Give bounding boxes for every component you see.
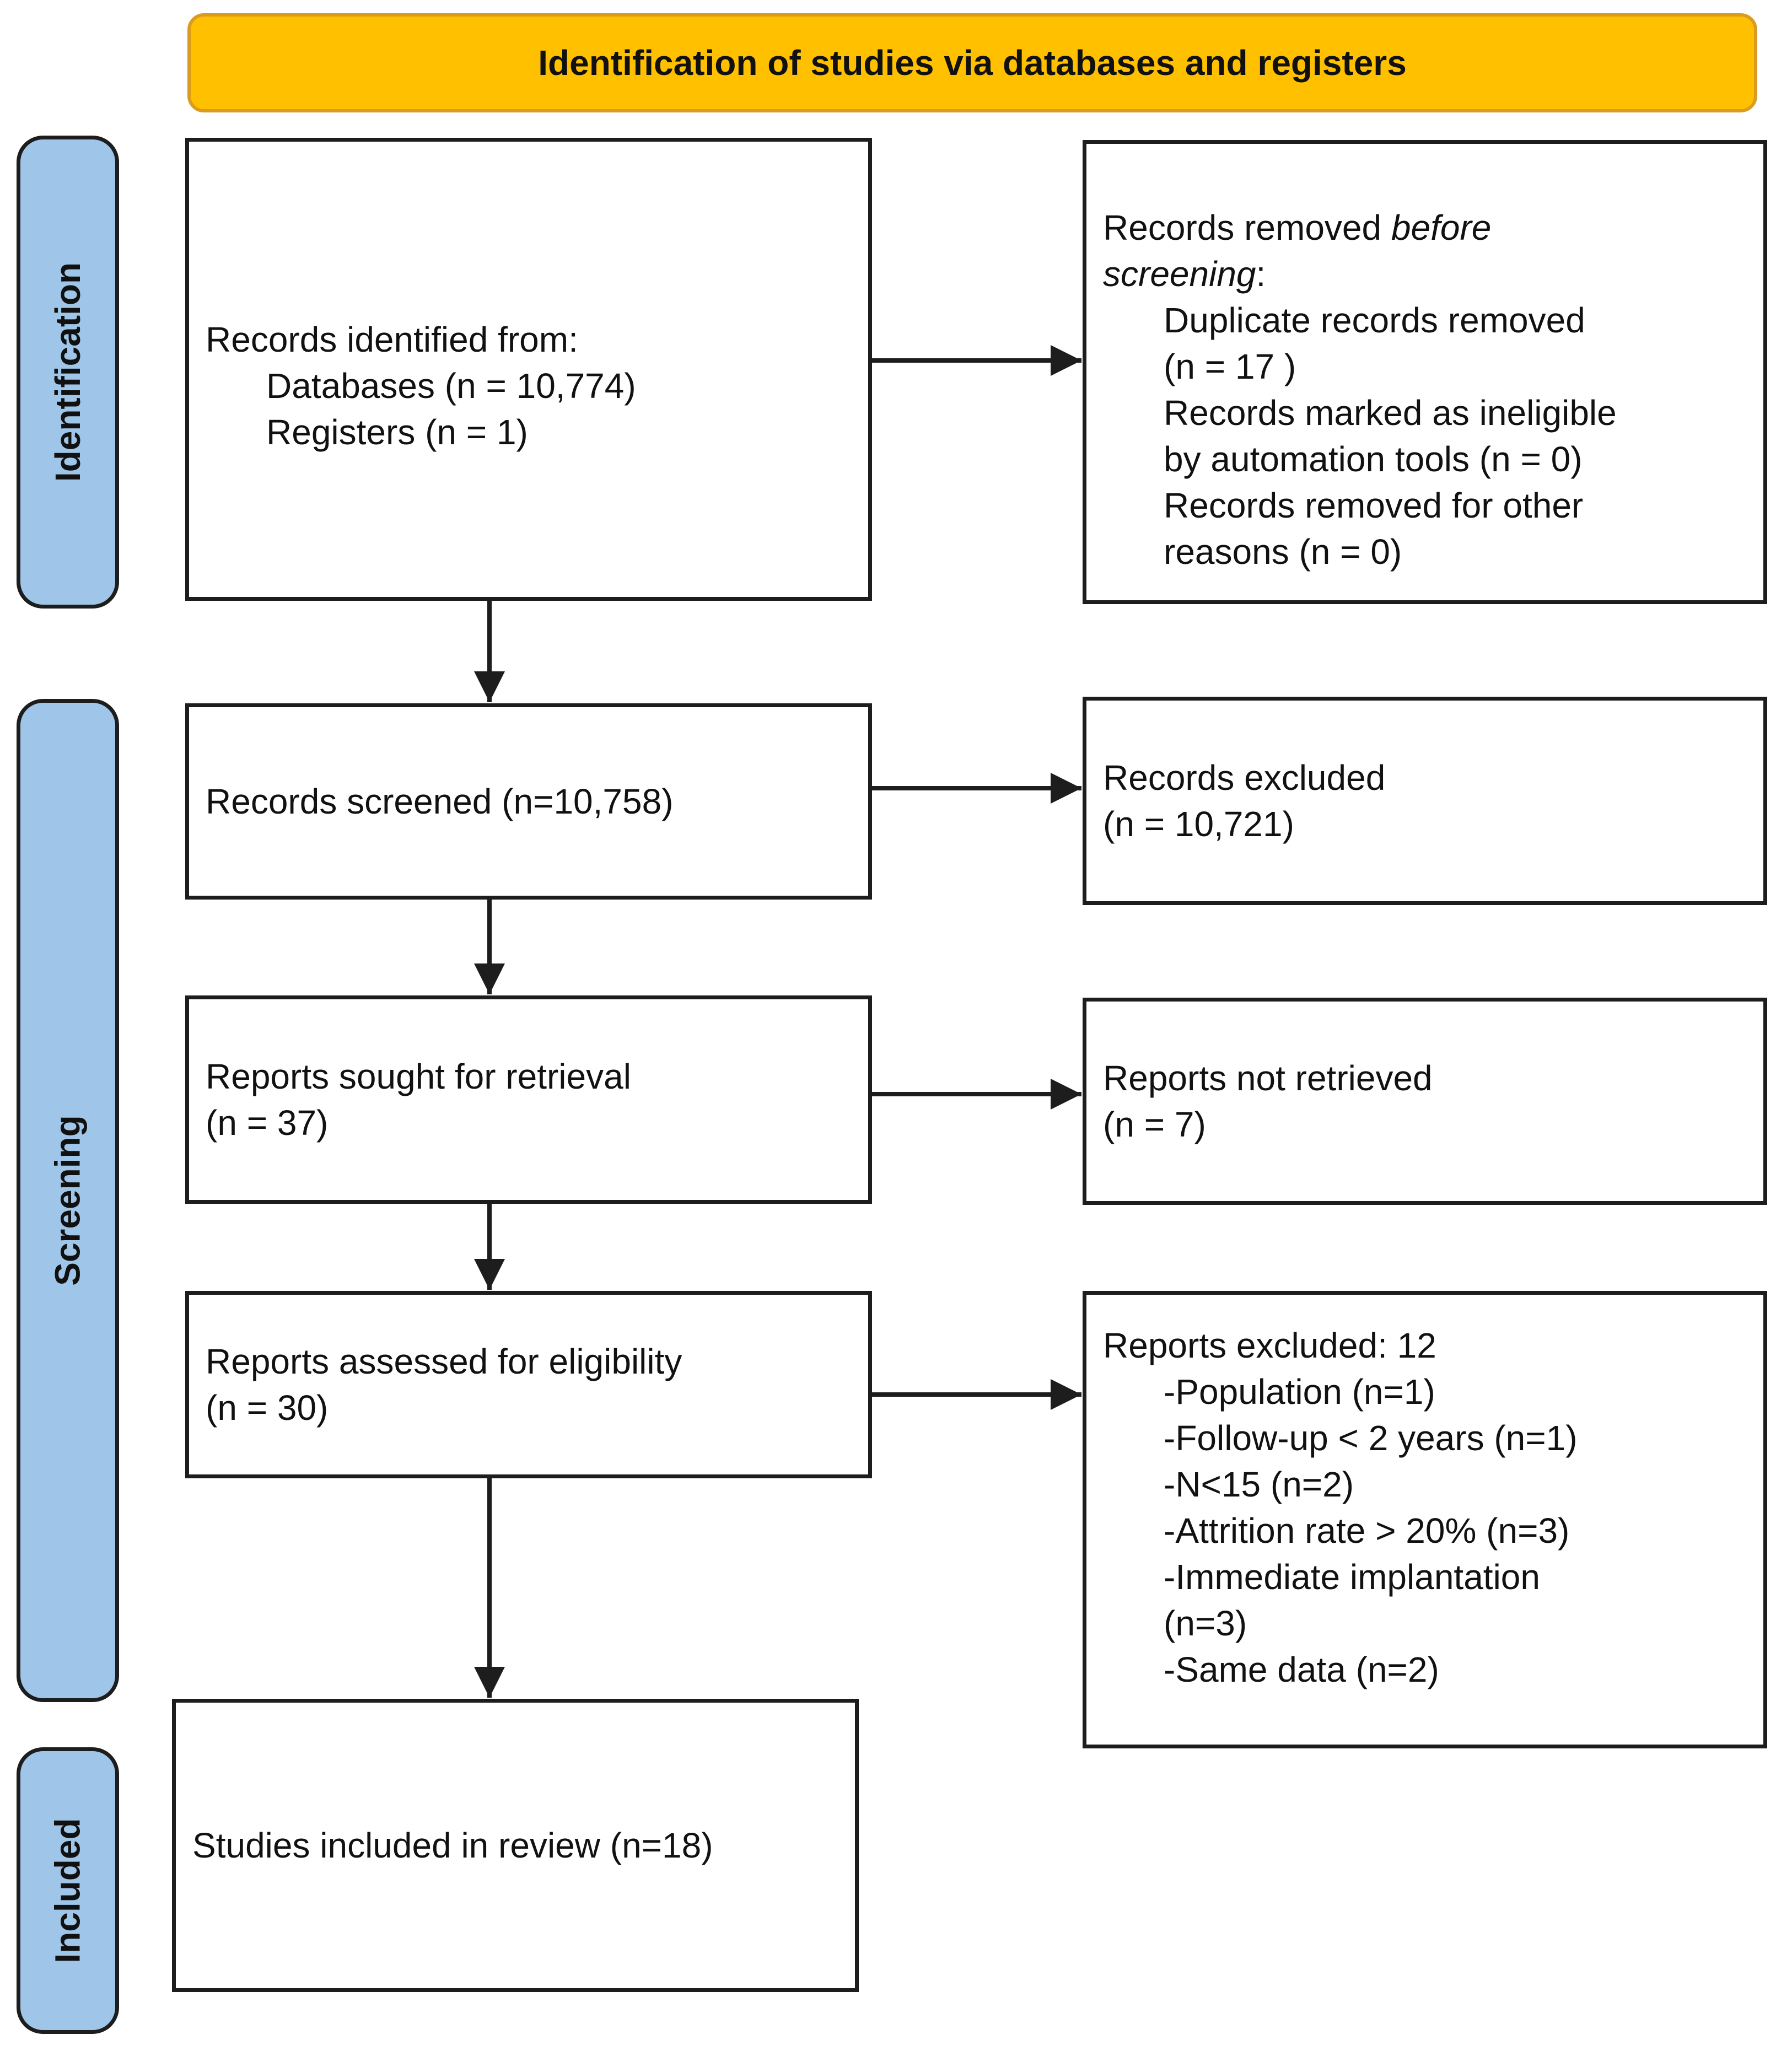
records-identified-item: Databases (n = 10,774) [266, 366, 636, 406]
box-reports-sought: Reports sought for retrieval (n = 37) [185, 995, 872, 1204]
stage-identification-label: Identification [48, 262, 88, 482]
records-removed-item: Records removed for other reasons (n = 0… [1164, 486, 1584, 572]
box-reports-excluded: Reports excluded: 12 -Population (n=1) -… [1083, 1291, 1767, 1748]
reports-assessed-line1: Reports assessed for eligibility [206, 1342, 682, 1381]
reports-sought-line2: (n = 37) [206, 1103, 329, 1143]
box-records-removed: Records removed before screening: Duplic… [1083, 140, 1767, 604]
records-removed-title: Records removed before screening: [1103, 204, 1563, 297]
banner-title: Identification of studies via databases … [187, 13, 1757, 112]
reports-excluded-item: -N<15 (n=2) [1164, 1465, 1354, 1504]
box-reports-assessed: Reports assessed for eligibility (n = 30… [185, 1291, 872, 1478]
stage-included-label: Included [48, 1818, 88, 1963]
reports-excluded-item: -Immediate implantation (n=3) [1164, 1557, 1540, 1643]
records-removed-title-suffix: : [1256, 254, 1266, 294]
records-excluded-line1: Records excluded [1103, 758, 1386, 798]
records-removed-item: Records marked as ineligible by automati… [1164, 393, 1617, 479]
reports-excluded-item: -Population (n=1) [1164, 1372, 1435, 1412]
reports-excluded-item: -Attrition rate > 20% (n=3) [1164, 1511, 1570, 1551]
studies-included-label: Studies included in review (n=18) [192, 1826, 713, 1865]
box-records-excluded: Records excluded (n = 10,721) [1083, 697, 1767, 905]
reports-not-retrieved-line1: Reports not retrieved [1103, 1058, 1433, 1098]
reports-excluded-item: -Same data (n=2) [1164, 1650, 1439, 1689]
reports-not-retrieved-line2: (n = 7) [1103, 1105, 1206, 1144]
box-records-screened: Records screened (n=10,758) [185, 703, 872, 900]
records-screened-label: Records screened (n=10,758) [206, 782, 674, 821]
reports-excluded-item: -Follow-up < 2 years (n=1) [1164, 1418, 1578, 1458]
records-excluded-line2: (n = 10,721) [1103, 804, 1294, 844]
records-removed-item: Duplicate records removed (n = 17 ) [1164, 300, 1585, 386]
records-identified-item: Registers (n = 1) [266, 412, 528, 452]
records-removed-title-italic: before screening [1103, 208, 1492, 294]
reports-assessed-line2: (n = 30) [206, 1388, 329, 1428]
box-records-identified: Records identified from: Databases (n = … [185, 138, 872, 601]
reports-sought-line1: Reports sought for retrieval [206, 1057, 631, 1096]
box-studies-included: Studies included in review (n=18) [172, 1699, 859, 1992]
stage-screening-label: Screening [48, 1115, 88, 1286]
stage-included: Included [17, 1747, 119, 2034]
stage-identification: Identification [17, 136, 119, 609]
stage-screening: Screening [17, 699, 119, 1702]
records-removed-title-prefix: Records removed [1103, 208, 1391, 247]
reports-excluded-title: Reports excluded: 12 [1103, 1326, 1436, 1365]
records-identified-title: Records identified from: [206, 320, 578, 359]
box-reports-not-retrieved: Reports not retrieved (n = 7) [1083, 998, 1767, 1205]
